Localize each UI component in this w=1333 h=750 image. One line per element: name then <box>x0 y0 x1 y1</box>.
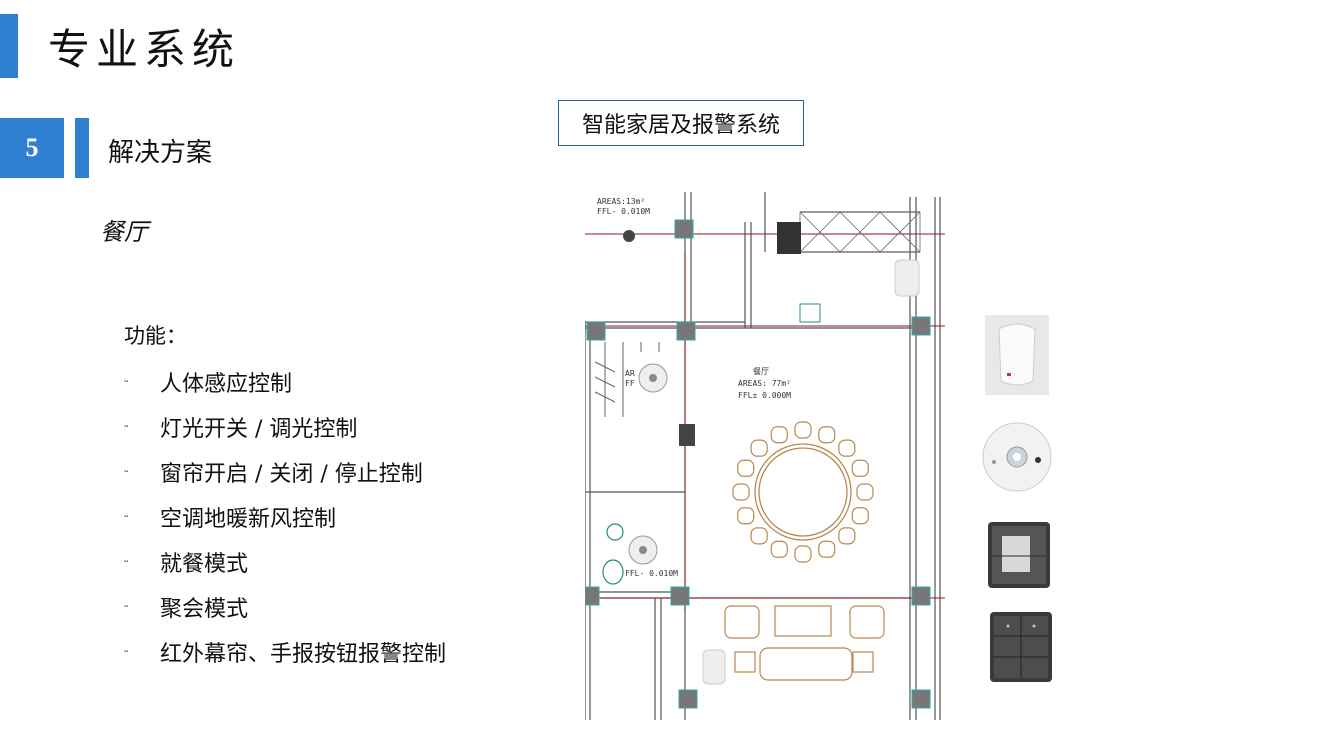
dining-chair <box>851 459 869 477</box>
feature-item: ᵕ 空调地暖新风控制 <box>124 501 336 533</box>
feature-item: ᵕ 人体感应控制 <box>124 366 292 398</box>
toilet-fixture <box>602 523 624 585</box>
plan-labels: AREAS:13m² FFL- 0.010M 餐厅 AREAS: 77m² FF… <box>597 197 791 578</box>
plan-level-label: FFL- 0.010M <box>597 207 650 216</box>
section-title: 解决方案 <box>108 138 213 168</box>
window-hatch <box>799 211 921 253</box>
plan-level-label: FFL± 0.000M <box>738 391 791 400</box>
dining-chair <box>851 507 869 525</box>
bullet-icon: ᵕ <box>124 555 129 569</box>
feature-label: 就餐模式 <box>160 552 249 577</box>
plan-sensors <box>623 222 920 685</box>
room-label: 餐厅 <box>100 218 148 246</box>
bullet-icon: ᵕ <box>124 375 129 389</box>
feature-label: 红外幕帘、手报按钮报警控制 <box>160 642 447 667</box>
control-panel-icon <box>988 522 1050 588</box>
features-heading: 功能： <box>124 324 187 348</box>
dining-chair <box>770 540 788 558</box>
bullet-icon: ᵕ <box>124 645 129 659</box>
floor-plan-diagram: AREAS:13m² FFL- 0.010M 餐厅 AREAS: 77m² FF… <box>585 192 945 720</box>
plan-area-label: AREAS:13m² <box>597 197 645 206</box>
bullet-icon: ᵕ <box>124 510 129 524</box>
feature-label: 空调地暖新风控制 <box>160 507 337 532</box>
bullet-icon: ᵕ <box>124 465 129 479</box>
feature-item: ᵕ 就餐模式 <box>124 546 248 578</box>
dining-chair <box>856 483 874 501</box>
dining-chair <box>794 545 812 563</box>
page-title: 专业系统 <box>48 25 241 74</box>
feature-item: ᵕ 聚会模式 <box>124 591 248 623</box>
closet-shelving <box>594 342 660 417</box>
section-accent-bar <box>75 118 89 178</box>
dining-chair <box>750 439 768 457</box>
dining-chairs <box>732 421 874 563</box>
structural-columns <box>585 219 931 709</box>
plan-level-label: FFL- 0.010M <box>625 569 678 578</box>
dining-chair <box>737 459 755 477</box>
title-accent-bar <box>0 14 18 78</box>
plan-room-name: 餐厅 <box>753 367 769 376</box>
feature-item: ᵕ 窗帘开启 / 关闭 / 停止控制 <box>124 456 423 488</box>
dining-chair <box>737 507 755 525</box>
dining-chair <box>838 527 856 545</box>
feature-item: ᵕ 红外幕帘、手报按钮报警控制 <box>124 636 446 668</box>
system-title-box: 智能家居及报警系统 <box>558 100 804 146</box>
feature-label: 人体感应控制 <box>160 372 293 397</box>
dining-chair <box>838 439 856 457</box>
plan-partial-label: AR <box>625 369 635 378</box>
feature-label: 窗帘开启 / 关闭 / 停止控制 <box>160 462 423 487</box>
dining-chair <box>818 540 836 558</box>
bullet-icon: ᵕ <box>124 600 129 614</box>
plan-area-label: AREAS: 77m² <box>738 379 791 388</box>
dining-chair <box>818 426 836 444</box>
ceiling-sensor-icon <box>982 422 1052 492</box>
wiring-lines <box>585 233 945 612</box>
feature-label: 灯光开关 / 调光控制 <box>160 417 358 442</box>
lounge-sofa-set <box>724 605 885 681</box>
section-number-badge: 5 <box>0 118 64 178</box>
feature-label: 聚会模式 <box>160 597 249 622</box>
plan-partial-label: FF <box>625 379 635 388</box>
switch-panel-icon <box>990 612 1052 682</box>
dining-chair <box>750 527 768 545</box>
feature-item: ᵕ 灯光开关 / 调光控制 <box>124 411 357 443</box>
dining-chair <box>794 421 812 439</box>
dining-chair <box>732 483 750 501</box>
motion-sensor-icon <box>985 315 1049 395</box>
dining-table <box>754 443 852 541</box>
bullet-icon: ᵕ <box>124 420 129 434</box>
dining-chair <box>770 426 788 444</box>
